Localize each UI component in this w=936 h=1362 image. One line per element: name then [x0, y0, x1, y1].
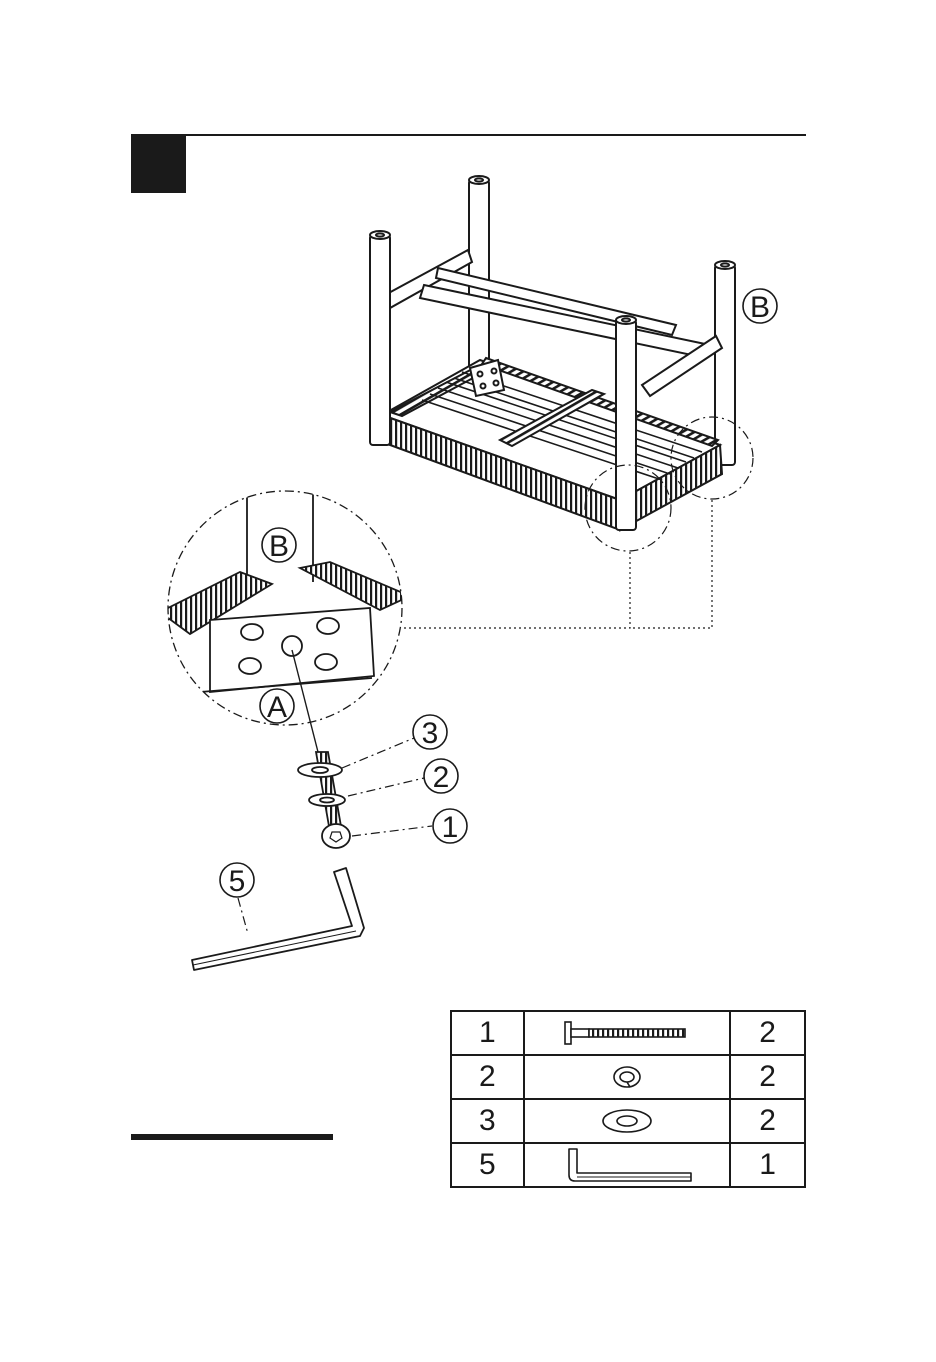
detail-b-callout: B	[262, 528, 296, 563]
detail-leader-lines	[402, 500, 712, 628]
part-quantity-cell: 1	[730, 1143, 805, 1187]
leg-front-right	[616, 316, 636, 530]
parts-table: 1 2 2	[450, 1010, 806, 1188]
table-row: 3 2	[451, 1099, 805, 1143]
hardware-stack	[298, 752, 350, 848]
table-row: 5 1	[451, 1143, 805, 1187]
part-quantity-cell: 2	[730, 1055, 805, 1099]
frame-label-text: B	[750, 291, 770, 324]
detail-a-text: A	[267, 691, 287, 724]
part-quantity-cell: 2	[730, 1099, 805, 1143]
part-2-text: 2	[433, 761, 450, 794]
part-number-cell: 1	[451, 1011, 524, 1055]
part-5-text: 5	[229, 865, 246, 898]
part-picture-cell	[524, 1011, 731, 1055]
allen-key-icon	[192, 868, 364, 970]
footer-rule	[131, 1134, 333, 1140]
part-quantity-cell: 2	[730, 1011, 805, 1055]
part-3-callout: 3	[413, 715, 447, 750]
bench-frame	[370, 176, 735, 530]
frame-label-callout: B	[743, 289, 777, 324]
table-row: 2 2	[451, 1055, 805, 1099]
spring-washer-icon	[607, 1062, 647, 1092]
detail-view: B A	[160, 490, 410, 725]
part-number-cell: 5	[451, 1143, 524, 1187]
part-picture-cell	[524, 1143, 731, 1187]
bolt-icon	[557, 1018, 697, 1048]
stretcher-long	[420, 285, 710, 358]
flat-washer-icon	[597, 1106, 657, 1136]
part-3-text: 3	[422, 717, 439, 750]
part-number-cell: 3	[451, 1099, 524, 1143]
part-picture-cell	[524, 1099, 731, 1143]
leg-back-right	[715, 261, 735, 465]
leg-front-left	[370, 231, 390, 445]
allen-key-icon	[557, 1145, 697, 1185]
part-2-callout: 2	[424, 759, 458, 794]
detail-bolt-hole	[282, 636, 302, 656]
part-1-callout: 1	[433, 809, 467, 844]
part-number-cell: 2	[451, 1055, 524, 1099]
detail-a-callout: A	[260, 689, 294, 724]
part-picture-cell	[524, 1055, 731, 1099]
part-5-callout: 5	[220, 863, 254, 898]
detail-b-text: B	[269, 530, 289, 563]
table-row: 1 2	[451, 1011, 805, 1055]
part-1-text: 1	[442, 811, 459, 844]
